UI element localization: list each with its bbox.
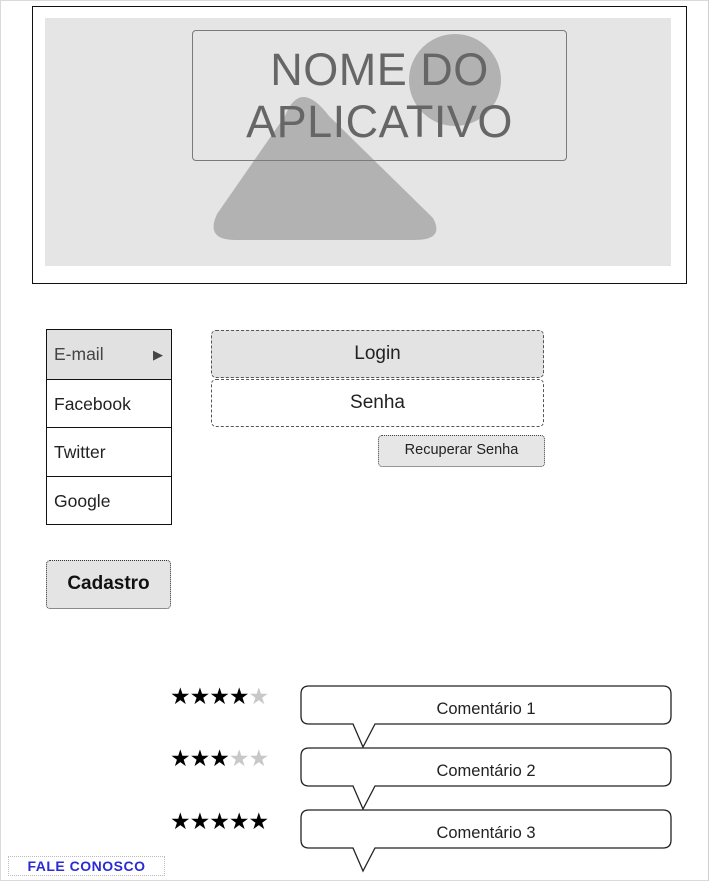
app-name: NOME DO APLICATIVO [246,44,513,148]
star-filled-icon: ★ [209,745,230,771]
menu-item-label: Google [54,490,111,511]
star-filled-icon: ★ [248,808,270,834]
star-filled-icon: ★ [228,808,250,834]
password-field[interactable]: Senha [211,379,544,427]
recover-password-button[interactable]: Recuperar Senha [378,435,545,467]
app-header: NOME DO APLICATIVO [32,6,687,284]
contact-us-link[interactable]: FALE CONOSCO [8,856,165,876]
speech-bubble-shape [300,747,672,811]
app-name-line-2: APLICATIVO [246,95,513,147]
rating-stars: ★★★★★ [170,808,270,834]
image-placeholder-icon [213,34,501,240]
login-provider-menu: E-mail ▶ Facebook Twitter Google [46,329,172,525]
star-filled-icon: ★ [209,808,230,834]
menu-item-label: Twitter [54,442,106,462]
comment-text: Comentário 2 [436,762,536,780]
menu-item-twitter[interactable]: Twitter [47,427,171,476]
star-filled-icon: ★ [189,808,211,834]
menu-item-google[interactable]: Google [47,475,171,525]
comment-text: Comentário 1 [436,700,536,718]
speech-bubble-shape [300,685,672,749]
app-name-box: NOME DO APLICATIVO [192,30,567,161]
comment-text: Comentário 3 [436,824,536,842]
menu-item-facebook[interactable]: Facebook [47,378,171,428]
star-filled-icon: ★ [209,683,230,709]
hero-image-placeholder: NOME DO APLICATIVO [45,18,671,266]
comment-bubble: Comentário 2 [300,747,672,811]
star-empty-icon: ★ [228,745,250,771]
star-filled-icon: ★ [170,808,191,834]
menu-item-label: E-mail [54,344,104,364]
star-filled-icon: ★ [170,745,191,771]
star-empty-icon: ★ [248,745,270,771]
rating-stars: ★★★★★ [170,745,270,771]
star-filled-icon: ★ [189,683,211,709]
star-filled-icon: ★ [189,745,211,771]
speech-bubble-shape [300,809,672,873]
login-field[interactable]: Login [211,330,544,378]
comment-bubble: Comentário 1 [300,685,672,749]
star-empty-icon: ★ [248,683,270,709]
comment-bubble: Comentário 3 [300,809,672,873]
signup-button[interactable]: Cadastro [46,560,171,609]
menu-item-email[interactable]: E-mail ▶ [47,330,171,379]
star-filled-icon: ★ [228,683,250,709]
arrow-right-icon: ▶ [153,347,163,362]
app-name-line-1: NOME DO [270,43,489,95]
rating-stars: ★★★★★ [170,683,270,709]
menu-item-label: Facebook [54,393,131,414]
star-filled-icon: ★ [170,683,191,709]
